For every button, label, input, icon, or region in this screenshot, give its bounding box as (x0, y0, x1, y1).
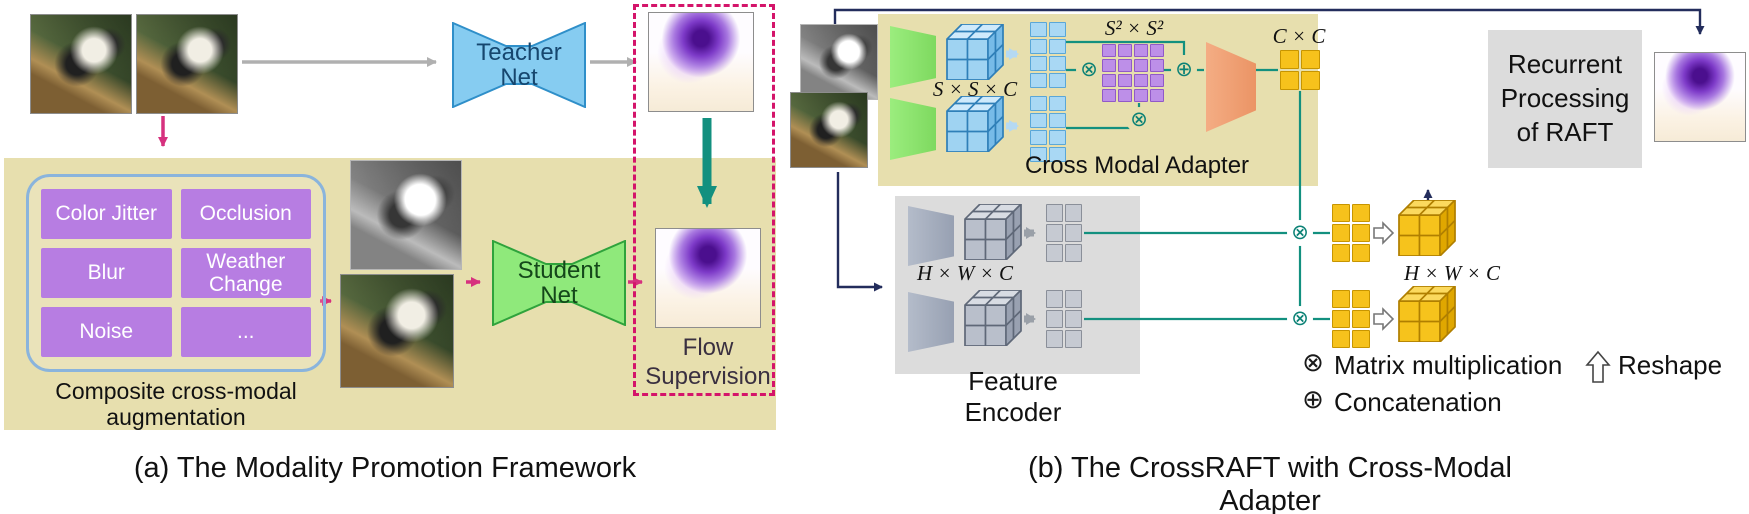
legend-reshape-label: Reshape (1618, 350, 1723, 380)
aug-item-more: ... (180, 307, 311, 357)
feature-encoder-trapezoid (908, 292, 954, 352)
teacher-flow-image (648, 12, 754, 112)
output-flow-image (1654, 52, 1746, 142)
adapter-feature-cube (946, 23, 1004, 81)
adapted-token-grid (1332, 290, 1370, 348)
input-frame-1 (30, 14, 132, 114)
dim-label-ssc: S × S × C (932, 77, 1018, 101)
dim-label-s2s2: S² × S² (1104, 16, 1164, 40)
augmented-frame-color (340, 274, 454, 388)
thermal-input-image (800, 24, 878, 100)
student-net-label: Student Net (517, 256, 601, 309)
adapter-label: Cross Modal Adapter (1024, 152, 1250, 179)
encoder-token-grid (1046, 290, 1082, 348)
feature-encoder-label: Feature Encoder (964, 366, 1062, 428)
feature-encoder-input-arrow (836, 172, 883, 292)
adapted-feature-cube (1398, 285, 1456, 343)
reshape-arrow-icon (1373, 307, 1395, 331)
flow-supervision-label: Flow Supervision (645, 334, 771, 390)
input-frame-2 (136, 14, 238, 114)
teacher-net-label: Teacher Net (476, 38, 562, 91)
correlation-matrix-grid (1102, 44, 1164, 102)
aug-item-blur: Blur (41, 248, 172, 298)
adapter-token-grid (1030, 22, 1066, 88)
matmul-icon: ⊗ (1076, 57, 1102, 83)
reshape-arrow-icon (1373, 221, 1395, 245)
concat-icon: ⊕ (1171, 57, 1197, 83)
aug-item-weather-change: Weather Change (180, 248, 311, 298)
recurrent-processing-box: Recurrent Processing of RAFT (1488, 30, 1642, 168)
matmul-icon: ⊗ (1287, 220, 1313, 246)
panel-b-caption: (b) The CrossRAFT with Cross-Modal Adapt… (1028, 452, 1512, 514)
aug-item-noise: Noise (41, 307, 172, 357)
legend-concat-label: Concatenation (1334, 387, 1502, 417)
augmented-frame-gray (350, 160, 462, 270)
matmul-icon: ⊗ (1287, 306, 1313, 332)
student-flow-image (655, 228, 761, 328)
legend-concat-icon: ⊕ (1302, 384, 1324, 414)
encoder-feature-cube (964, 203, 1022, 261)
augmentation-panel: Color Jitter Occlusion Blur Weather Chan… (26, 174, 326, 372)
feature-encoder-trapezoid (908, 206, 954, 266)
legend-matmul-icon: ⊗ (1302, 347, 1324, 377)
adapted-token-grid (1332, 204, 1370, 262)
teacher-net-shape: Teacher Net (452, 22, 586, 108)
dim-label-hwc-encoder: H × W × C (916, 261, 1013, 285)
adapter-encoder-trapezoid (890, 26, 936, 88)
dim-label-hwc-output: H × W × C (1403, 261, 1500, 285)
reshape-legend-icon (1585, 350, 1611, 383)
adapter-token-grid (1030, 96, 1066, 162)
student-net-shape: Student Net (492, 240, 626, 326)
adapter-encoder-trapezoid (890, 98, 936, 160)
rgb-input-image (790, 92, 868, 168)
matmul-icon: ⊗ (1126, 107, 1152, 133)
legend-matmul-label: Matrix multiplication (1334, 350, 1563, 380)
encoder-feature-cube (964, 289, 1022, 347)
panel-a-caption: (a) The Modality Promotion Framework (133, 452, 637, 484)
adapter-feature-cube (946, 95, 1004, 153)
aug-item-occlusion: Occlusion (180, 189, 311, 239)
dim-label-cc: C × C (1272, 24, 1326, 48)
augmentation-caption: Composite cross-modal augmentation (55, 378, 297, 431)
adapted-feature-cube (1398, 199, 1456, 257)
aug-item-color-jitter: Color Jitter (41, 189, 172, 239)
cc-matrix-grid (1280, 50, 1320, 90)
encoder-token-grid (1046, 204, 1082, 262)
